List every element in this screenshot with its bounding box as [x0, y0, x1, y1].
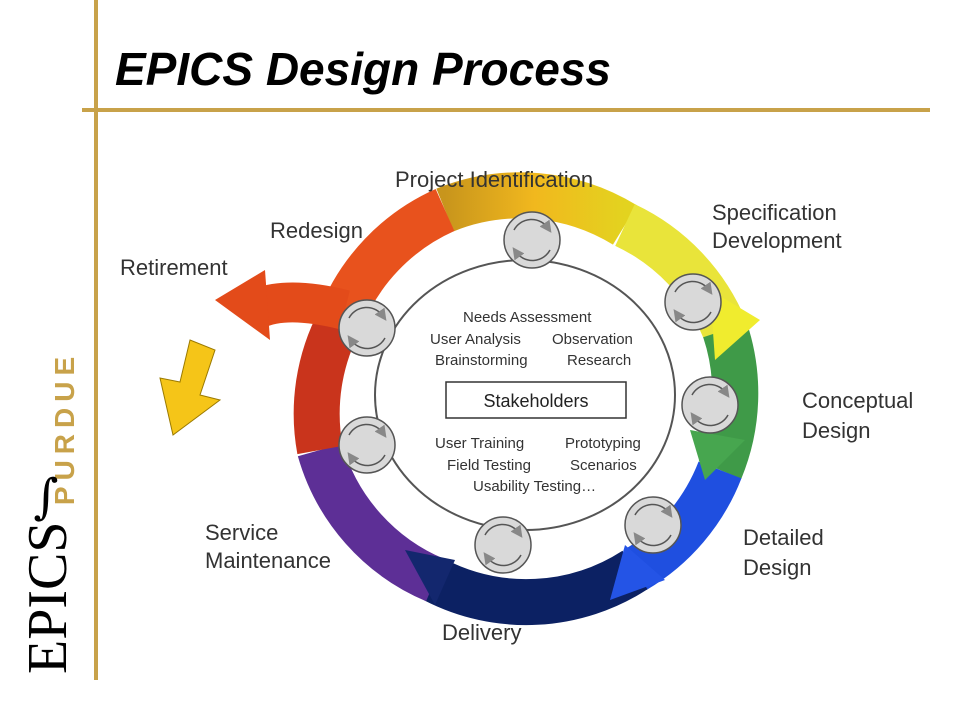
label-delivery: Delivery — [442, 620, 521, 645]
activity-research: Research — [567, 352, 631, 369]
stakeholders-label: Stakeholders — [483, 391, 588, 411]
stakeholders-box — [445, 381, 627, 419]
cycle-icon-delivery — [474, 516, 532, 574]
arrowhead-conceptual — [690, 430, 745, 480]
activity-usability-testing: Usability Testing… — [473, 478, 596, 495]
epics-wordmark: EPICS — [17, 522, 79, 675]
activity-prototyping: Prototyping — [565, 435, 641, 452]
label-conceptual-1: Conceptual — [802, 388, 913, 413]
segment-redesign-lower — [293, 309, 361, 455]
label-project-identification: Project Identification — [395, 167, 593, 192]
label-redesign: Redesign — [270, 218, 363, 243]
segment-redesign — [318, 188, 455, 329]
slide-title: EPICS Design Process — [115, 43, 611, 95]
arrowhead-delivery — [405, 550, 455, 605]
cycle-icon-conceptual — [681, 376, 739, 434]
purdue-wordmark: PURDUE — [49, 351, 80, 505]
segment-project-identification — [436, 172, 638, 245]
activity-field-testing: Field Testing — [447, 457, 531, 474]
design-process-diagram: Project Identification Specification Dev… — [120, 167, 913, 645]
segment-delivery — [424, 550, 648, 626]
segment-detailed — [622, 461, 742, 590]
cycle-icons — [338, 211, 739, 574]
arrowhead-spec — [710, 290, 760, 360]
cycle-icon-redesign — [338, 299, 396, 357]
horizontal-rule — [82, 108, 930, 112]
cycle-icon-service — [338, 416, 396, 474]
label-specification-1: Specification — [712, 200, 837, 225]
retirement-arrow — [246, 282, 350, 330]
label-conceptual-2: Design — [802, 418, 870, 443]
purdue-epics-logo: PURDUE ∫ EPICS — [17, 351, 80, 675]
activity-brainstorming: Brainstorming — [435, 352, 528, 369]
activity-needs-assessment: Needs Assessment — [463, 309, 592, 326]
integral-mark: ∫ — [33, 469, 58, 525]
segment-service — [297, 443, 445, 602]
activity-user-training: User Training — [435, 435, 524, 452]
retirement-down-arrow — [159, 339, 222, 436]
label-service-1: Service — [205, 520, 278, 545]
label-retirement: Retirement — [120, 255, 228, 280]
activity-observation: Observation — [552, 331, 633, 348]
label-detailed-1: Detailed — [743, 525, 824, 550]
label-detailed-2: Design — [743, 555, 811, 580]
activity-scenarios: Scenarios — [570, 457, 637, 474]
cycle-icon-detailed — [624, 496, 682, 554]
cycle-icon-spec — [664, 273, 722, 331]
cycle-icon-project — [503, 211, 561, 269]
activity-user-analysis: User Analysis — [430, 331, 521, 348]
arrowhead-detailed — [610, 545, 665, 600]
label-service-2: Maintenance — [205, 548, 331, 573]
label-specification-2: Development — [712, 228, 842, 253]
vertical-rule — [94, 0, 98, 680]
retirement-arrowhead — [215, 270, 270, 340]
